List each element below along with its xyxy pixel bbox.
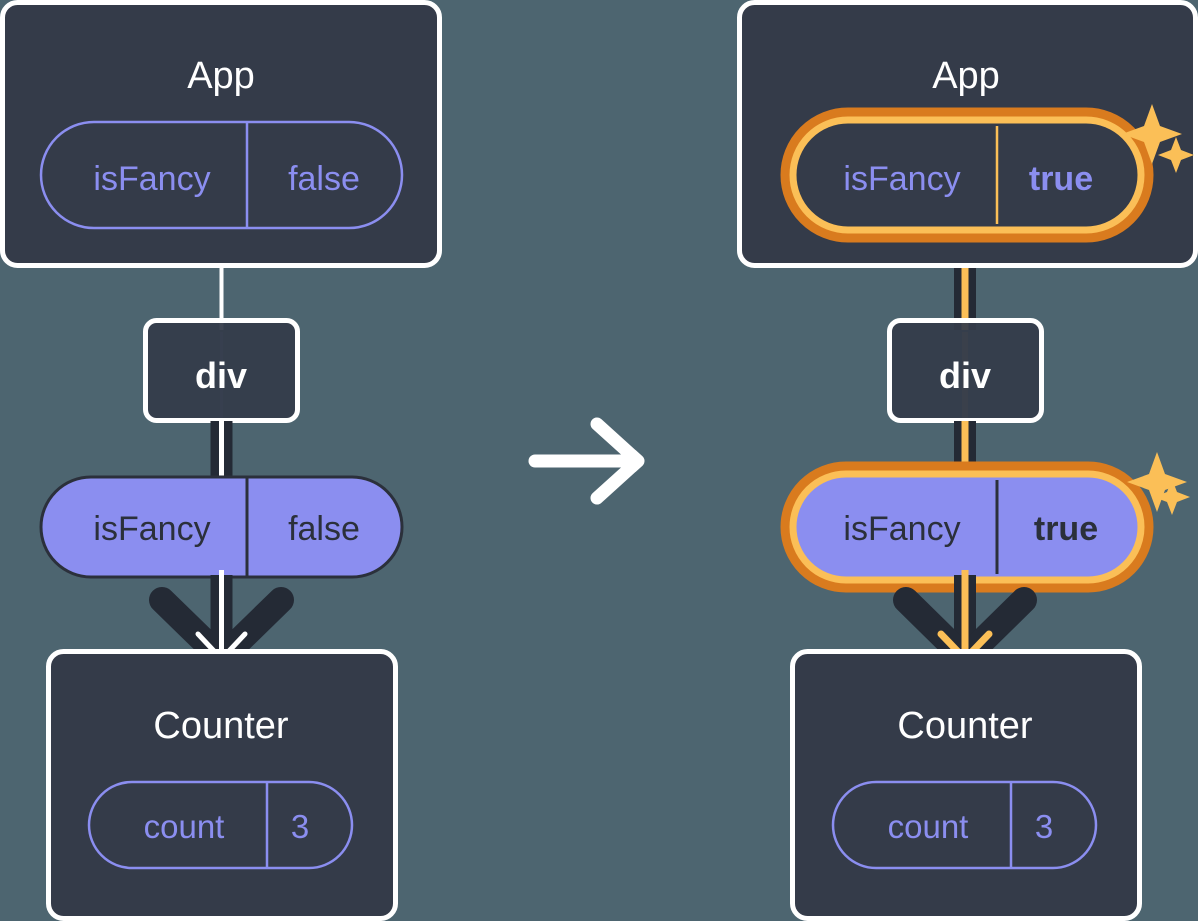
- app-state-pill-name: isFancy: [93, 160, 210, 198]
- prop-pill-value: false: [288, 510, 360, 548]
- app-box: [0, 0, 442, 268]
- prop-pill-name-after: isFancy: [843, 510, 960, 548]
- counter-state-pill: count 3: [87, 780, 354, 870]
- app-title: App: [187, 55, 255, 97]
- counter-state-pill-name-after: count: [888, 808, 969, 845]
- div-title-after: div: [939, 355, 991, 396]
- prop-pill: isFancy false: [39, 475, 404, 579]
- counter-state-pill-outline: [87, 780, 354, 870]
- prop-pill-value-after: true: [1034, 510, 1098, 548]
- panel-before: App isFancy false div isFan: [0, 0, 442, 921]
- prop-pill-name: isFancy: [93, 510, 210, 548]
- app-state-pill-name-after: isFancy: [843, 160, 960, 198]
- sparkle-icon-app: [1122, 104, 1194, 173]
- arrow-prop-to-counter: [149, 570, 294, 671]
- app-state-pill-value: false: [288, 160, 360, 198]
- counter-state-pill-name: count: [144, 808, 225, 845]
- app-title-after: App: [932, 55, 1000, 97]
- sparkle-icon-prop: [1127, 452, 1190, 515]
- counter-state-pill-after: count 3: [831, 780, 1098, 870]
- app-state-pill-value-after: true: [1029, 160, 1093, 198]
- prop-pill-after: isFancy true: [780, 461, 1154, 593]
- app-state-pill-after: isFancy true: [780, 107, 1154, 243]
- div-box-after: [887, 318, 1044, 423]
- app-state-pill-outline: [39, 120, 404, 230]
- counter-title-after: Counter: [897, 705, 1033, 747]
- counter-state-pill-value-after: 3: [1035, 808, 1053, 845]
- div-box: [143, 318, 300, 423]
- counter-title: Counter: [153, 705, 289, 747]
- div-title: div: [195, 355, 247, 396]
- counter-state-pill-outline-after: [831, 780, 1098, 870]
- highlight-ring-inner: [789, 116, 1145, 234]
- panel-after: App isFancy true div: [737, 0, 1198, 921]
- counter-state-pill-value: 3: [291, 808, 309, 845]
- app-state-pill: isFancy false: [39, 120, 404, 230]
- transition-arrow-icon: [528, 417, 645, 505]
- counter-box: [46, 649, 398, 921]
- highlight-ring-outer: [780, 107, 1154, 243]
- counter-box-after: [790, 649, 1142, 921]
